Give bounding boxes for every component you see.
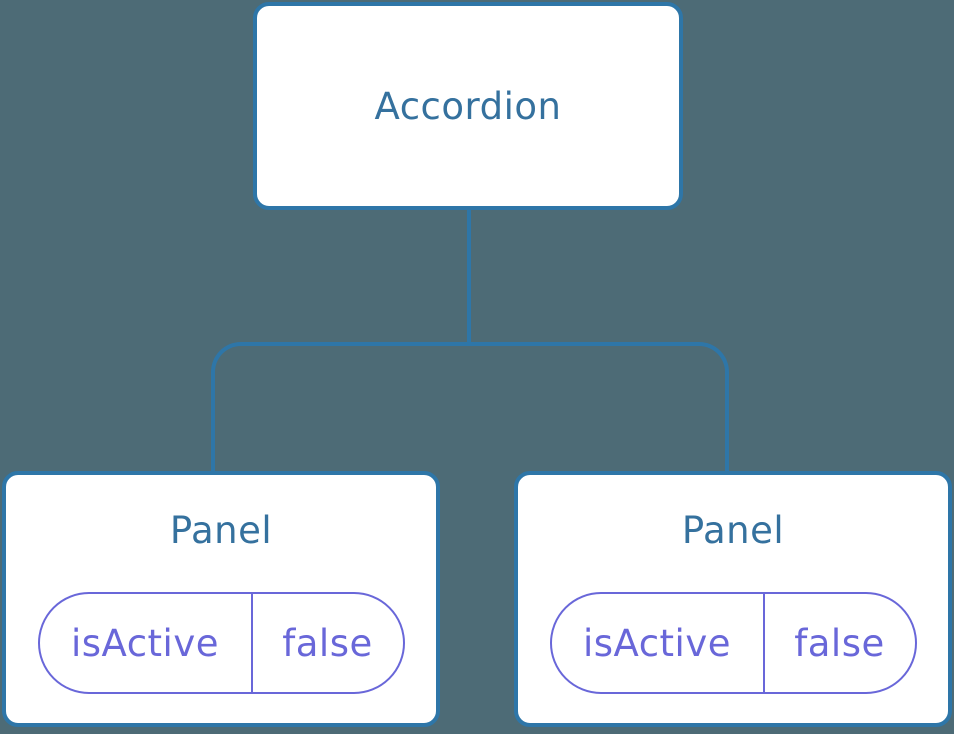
state-key: isActive [552,594,765,692]
tree-node-accordion: Accordion [253,2,683,210]
state-key: isActive [40,594,253,692]
connector-branch-lines [211,342,729,472]
state-value: false [282,621,373,665]
tree-node-panel-1: Panel isActive false [2,471,440,727]
panel-node-label: Panel [681,509,785,552]
connector-trunk-line [467,209,471,344]
accordion-node-label: Accordion [374,84,562,128]
state-pill: isActive false [37,592,405,694]
panel-node-label: Panel [169,509,273,552]
tree-node-panel-2: Panel isActive false [514,471,952,727]
state-value: false [794,621,885,665]
state-pill: isActive false [549,592,917,694]
